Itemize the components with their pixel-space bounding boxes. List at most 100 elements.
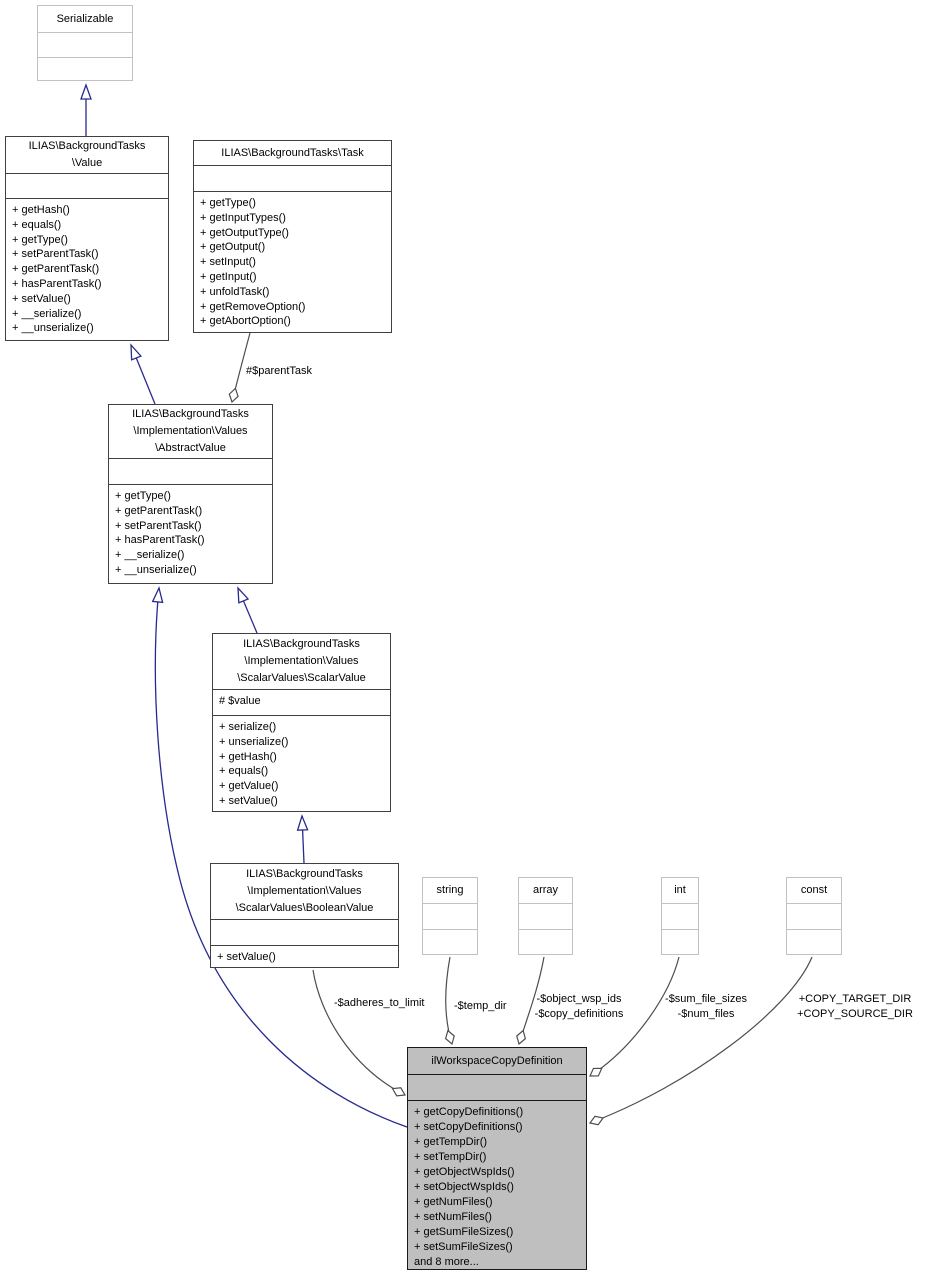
- text-line: + setSumFileSizes(): [414, 1241, 513, 1253]
- class-methods: + getType() + getParentTask() + setParentT…: [109, 484, 272, 583]
- edge-label-adheres-to-limit: -$adheres_to_limit: [334, 997, 425, 1009]
- edge-agg-const-main: [590, 956, 813, 1123]
- class-box-string[interactable]: string: [422, 877, 478, 955]
- text-line: + setInput(): [200, 256, 256, 269]
- text-line: ILIAS\BackgroundTasks: [28, 140, 146, 152]
- class-title: string: [423, 878, 477, 903]
- class-title: ILIAS\BackgroundTasks\Task: [194, 141, 391, 165]
- class-box-serializable[interactable]: Serializable: [37, 5, 133, 81]
- text-line: ILIAS\BackgroundTasks: [246, 868, 363, 880]
- text-line: + setValue(): [12, 292, 71, 305]
- text-line: + getRemoveOption(): [200, 300, 306, 313]
- text-line: + setParentTask(): [12, 248, 99, 261]
- text-line: string: [436, 884, 464, 896]
- class-title: ILIAS\BackgroundTasks \Implementation\Val…: [109, 405, 272, 458]
- text-line: + getType(): [115, 490, 171, 502]
- class-methods: [662, 929, 698, 954]
- class-attributes: [662, 903, 698, 929]
- text-line: + getObjectWspIds(): [414, 1166, 515, 1178]
- text-line: + __unserialize(): [115, 563, 197, 576]
- class-attributes: # $value: [213, 689, 390, 715]
- class-title: ILIAS\BackgroundTasks \Value: [6, 137, 168, 173]
- class-title: ILIAS\BackgroundTasks \Implementation\Val…: [211, 864, 398, 919]
- text-line: # $value: [219, 695, 261, 707]
- class-box-array[interactable]: array: [518, 877, 573, 955]
- text-line: Serializable: [56, 12, 114, 25]
- text-line: + setNumFiles(): [414, 1211, 492, 1223]
- text-line: + setObjectWspIds(): [414, 1181, 514, 1193]
- text-line: \Implementation\Values: [244, 655, 359, 667]
- text-line: + getOutput(): [200, 241, 266, 254]
- class-methods: [38, 57, 132, 80]
- text-line: + setValue(): [219, 794, 278, 807]
- text-line: + getCopyDefinitions(): [414, 1106, 524, 1118]
- text-line: + getAbortOption(): [200, 315, 291, 328]
- edge-inherit-abstractvalue-value: [130, 343, 156, 405]
- text-line: + getInput(): [200, 270, 257, 283]
- text-line: + getNumFiles(): [414, 1196, 493, 1208]
- text-line: + __serialize(): [115, 549, 185, 562]
- text-line: ilWorkspaceCopyDefinition: [431, 1054, 563, 1067]
- class-box-ilias-backgroundtasks-task[interactable]: ILIAS\BackgroundTasks\Task + getType()+ …: [193, 140, 392, 333]
- text-line: + getTempDir(): [414, 1136, 488, 1148]
- text-line: -$sum_file_sizes: [665, 993, 747, 1005]
- edge-agg-string-main: [446, 956, 452, 1044]
- text-line: + getType(): [12, 233, 68, 246]
- class-box-const[interactable]: const: [786, 877, 842, 955]
- edge-inherit-scalarvalue-abstractvalue: [237, 586, 258, 634]
- class-title: const: [787, 878, 841, 903]
- class-methods: [787, 929, 841, 954]
- class-title: array: [519, 878, 572, 903]
- text-line: ILIAS\BackgroundTasks: [132, 408, 249, 420]
- text-line: \Implementation\Values: [133, 425, 248, 437]
- text-line: + setValue(): [217, 951, 276, 963]
- class-box-int[interactable]: int: [661, 877, 699, 955]
- text-line: \Implementation\Values: [247, 885, 362, 897]
- class-title: ILIAS\BackgroundTasks\Implementation\Val…: [213, 634, 390, 689]
- class-title: int: [662, 878, 698, 903]
- class-box-ilworkspacecopydefinition[interactable]: ilWorkspaceCopyDefinition + getCopyDefin…: [407, 1047, 587, 1270]
- text-line: + getSumFileSizes(): [414, 1226, 514, 1238]
- class-methods: + setValue(): [211, 945, 398, 967]
- class-methods: + getType()+ getInputTypes()+ getOutputT…: [194, 191, 391, 332]
- text-line: +COPY_SOURCE_DIR: [797, 1008, 913, 1020]
- class-methods: + serialize()+ unserialize()+ getHash()+…: [213, 715, 390, 811]
- class-methods: + getCopyDefinitions() + setCopyDefinitio…: [408, 1100, 586, 1269]
- edge-label-temp-dir: -$temp_dir: [454, 1000, 507, 1012]
- class-box-scalarvalue[interactable]: ILIAS\BackgroundTasks\Implementation\Val…: [212, 633, 391, 812]
- class-box-booleanvalue[interactable]: ILIAS\BackgroundTasks \Implementation\Val…: [210, 863, 399, 968]
- edge-label-int-members: -$sum_file_sizes -$num_files: [650, 992, 762, 1022]
- class-title: ilWorkspaceCopyDefinition: [408, 1048, 586, 1074]
- class-attributes: [787, 903, 841, 929]
- class-methods: [519, 929, 572, 954]
- text-line: + getOutputType(): [200, 226, 289, 239]
- class-box-abstractvalue[interactable]: ILIAS\BackgroundTasks \Implementation\Val…: [108, 404, 273, 584]
- edge-label-array-members: -$object_wsp_ids-$copy_definitions: [520, 992, 638, 1022]
- class-attributes: [423, 903, 477, 929]
- text-line: -$num_files: [677, 1008, 735, 1020]
- edge-agg-booleanvalue-main: [312, 969, 405, 1095]
- class-attributes: [408, 1074, 586, 1100]
- text-line: ILIAS\BackgroundTasks\Task: [221, 146, 364, 159]
- class-attributes: [38, 32, 132, 57]
- text-line: + getType(): [200, 197, 256, 209]
- class-methods: [423, 929, 477, 954]
- text-line: int: [674, 884, 686, 896]
- text-line: \ScalarValues\BooleanValue: [235, 902, 374, 914]
- text-line: + getHash(): [12, 204, 70, 216]
- text-line: \Value: [71, 157, 103, 169]
- text-line: + setCopyDefinitions(): [414, 1121, 523, 1133]
- text-line: + equals(): [12, 218, 62, 231]
- text-line: and 8 more...: [414, 1256, 479, 1268]
- class-box-ilias-backgroundtasks-value[interactable]: ILIAS\BackgroundTasks \Value + getHash() +…: [5, 136, 169, 341]
- edge-label-parent-task: #$parentTask: [246, 365, 313, 377]
- text-line: + getParentTask(): [115, 504, 203, 517]
- class-attributes: [194, 165, 391, 191]
- class-attributes: [211, 919, 398, 945]
- text-line: + unserialize(): [219, 735, 289, 748]
- text-line: \ScalarValues\ScalarValue: [237, 672, 366, 684]
- edge-label-const-members: +COPY_TARGET_DIR+COPY_SOURCE_DIR: [784, 992, 926, 1022]
- text-line: + setParentTask(): [115, 519, 202, 532]
- text-line: array: [532, 884, 559, 896]
- text-line: + __serialize(): [12, 307, 82, 320]
